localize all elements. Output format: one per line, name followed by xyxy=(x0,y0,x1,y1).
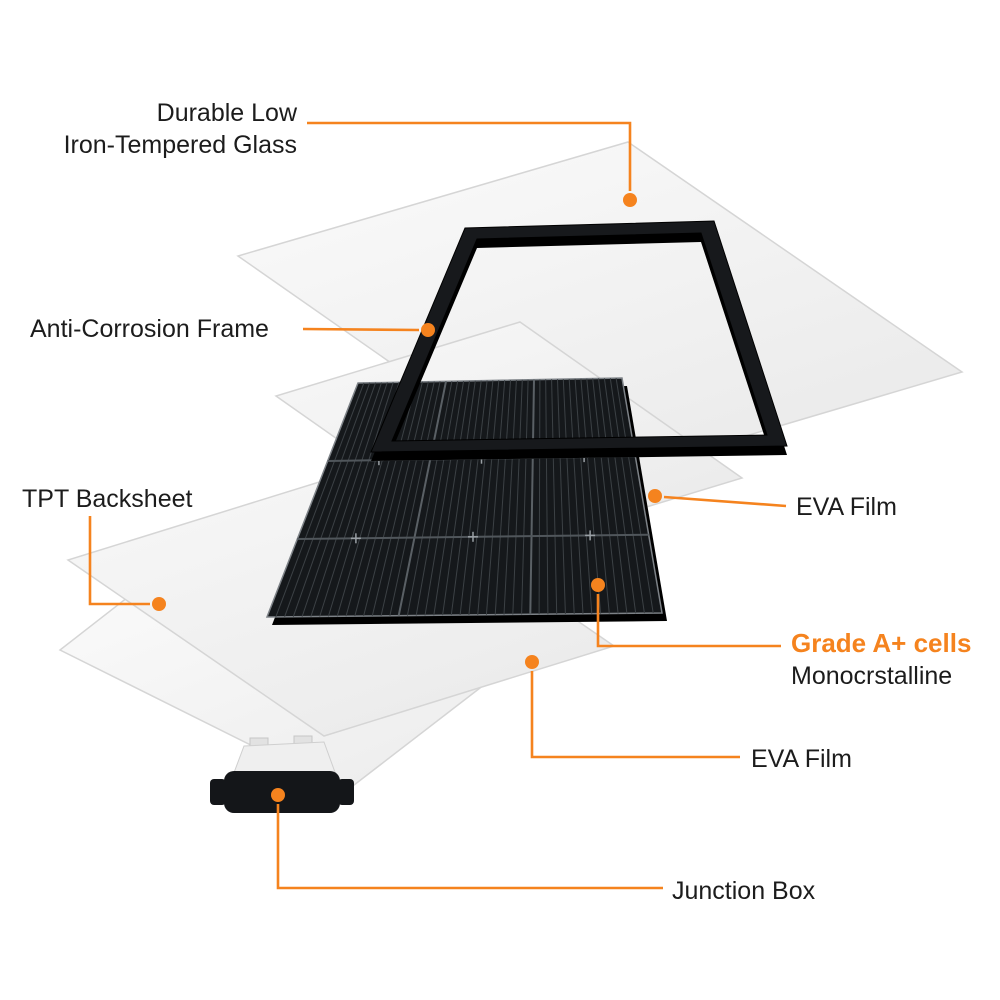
junction-box-tab-right xyxy=(338,779,354,805)
cells-label-primary: Grade A+ cells xyxy=(791,628,971,658)
tpt-callout-dot xyxy=(152,597,166,611)
frame-ring xyxy=(370,220,788,453)
cells-callout-line xyxy=(596,594,781,648)
frame-callout-dot xyxy=(421,323,435,337)
eva-bottom-callout-line xyxy=(530,671,740,759)
glass-label-line2: Iron-Tempered Glass xyxy=(64,131,297,159)
eva-bottom-callout-dot xyxy=(525,655,539,669)
eva-film-bottom-label: EVA Film xyxy=(751,745,852,773)
frame-label: Anti-Corrosion Frame xyxy=(30,315,269,343)
callout-lines xyxy=(88,121,787,890)
cells-label-secondary: Monocrstalline xyxy=(791,662,952,690)
glass-callout-dot xyxy=(623,193,637,207)
panel-layers xyxy=(58,141,964,813)
callout-labels: Durable Low Iron-Tempered Glass Anti-Cor… xyxy=(22,99,971,905)
junction-callout-line xyxy=(276,804,663,890)
eva-top-callout-dot xyxy=(648,489,662,503)
eva-top-callout-line xyxy=(663,495,787,508)
tpt-callout-line xyxy=(88,516,150,606)
cell-stripes xyxy=(275,378,654,618)
junction-box-tab-left xyxy=(210,779,226,805)
glass-label-line1: Durable Low xyxy=(157,99,298,127)
cells-callout-dot xyxy=(591,578,605,592)
glass-callout-line xyxy=(307,121,632,191)
eva-film-top-label: EVA Film xyxy=(796,493,897,521)
frame-callout-line xyxy=(302,327,420,332)
frame-layer xyxy=(370,220,788,461)
junction-box-label: Junction Box xyxy=(672,877,816,905)
tpt-backsheet-label: TPT Backsheet xyxy=(22,485,193,513)
junction-callout-dot xyxy=(271,788,285,802)
